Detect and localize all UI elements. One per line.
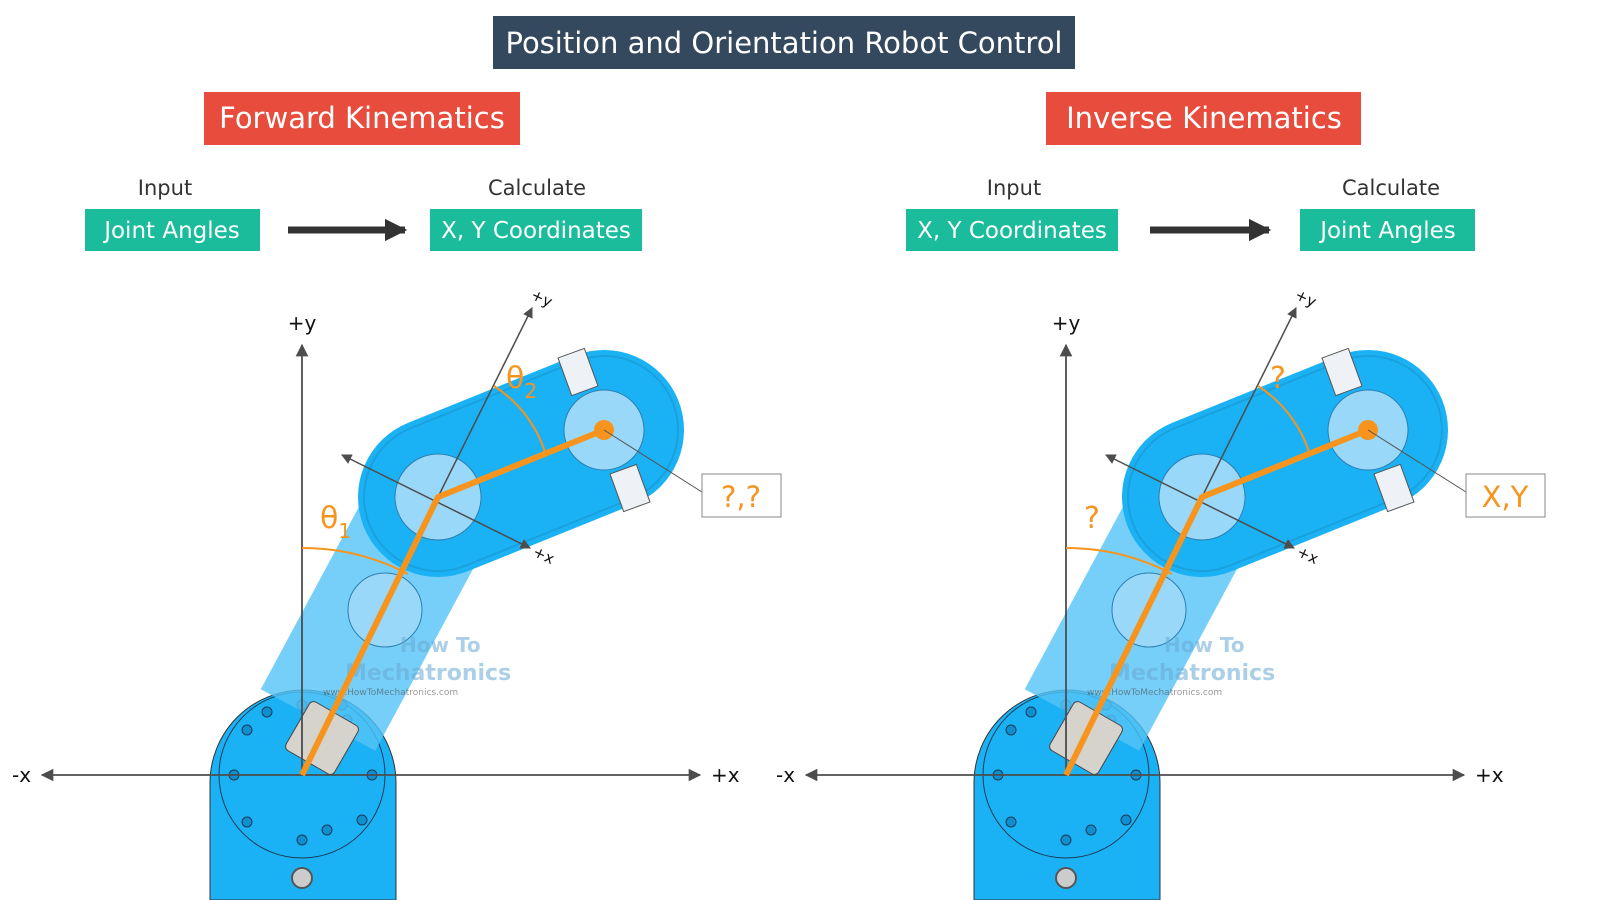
theta1-arc xyxy=(1065,546,1173,575)
servo-top xyxy=(1321,347,1363,397)
theta2-label: ? xyxy=(1270,361,1286,396)
x-axis-pos-label: +x xyxy=(1475,763,1504,787)
y-axis-label: +y xyxy=(1052,311,1081,335)
base-bolt xyxy=(296,834,308,846)
page-title: Position and Orientation Robot Control xyxy=(505,26,1062,60)
theta2-arc xyxy=(493,385,546,453)
title-banner: Position and Orientation Robot Control xyxy=(493,16,1075,69)
input-label: Input xyxy=(138,176,192,200)
input-value: Joint Angles xyxy=(102,218,240,244)
theta1-symbol: θ xyxy=(320,501,338,536)
world-axes xyxy=(804,343,1466,782)
joint-x-label: +x xyxy=(1294,543,1321,568)
base-bolt xyxy=(1085,824,1097,836)
leader-line xyxy=(1367,429,1467,493)
kinematic-chain xyxy=(1063,427,1370,777)
output-box xyxy=(1300,209,1475,251)
servo-bottom xyxy=(609,463,651,513)
watermark-line1: How To xyxy=(1164,633,1245,657)
base-bolt xyxy=(1025,706,1037,718)
output-value: Joint Angles xyxy=(1318,218,1456,244)
servo-bottom xyxy=(1373,463,1415,513)
watermark-url: www.HowToMechatronics.com xyxy=(1087,688,1222,698)
input-value: X, Y Coordinates xyxy=(917,218,1107,244)
base-bolt xyxy=(261,706,273,718)
theta1-label: ? xyxy=(1084,501,1100,536)
output-value: X, Y Coordinates xyxy=(441,218,631,244)
theta2-symbol: ? xyxy=(1270,361,1286,396)
calculate-label: Calculate xyxy=(488,176,586,200)
end-coordinate-box xyxy=(1465,473,1546,518)
base-bearing xyxy=(1055,867,1077,889)
end-coordinate-box xyxy=(701,473,782,518)
input-label: Input xyxy=(987,176,1041,200)
input-box xyxy=(906,209,1118,251)
panel-header: Inverse Kinematics xyxy=(1066,101,1342,135)
world-axes xyxy=(40,343,702,782)
kinematic-chain xyxy=(299,427,606,777)
panel-header-bg xyxy=(1046,92,1361,145)
end-coordinate-label: X,Y xyxy=(1482,480,1529,514)
base-bolt xyxy=(356,814,368,826)
base-bolt xyxy=(321,824,333,836)
x-axis-neg-label: -x xyxy=(12,763,31,787)
theta2-subscript: 2 xyxy=(524,379,537,403)
watermark-logo: How To Mechatronics www.HowToMechatronics.… xyxy=(323,633,511,698)
end-coordinate-label: ?,? xyxy=(721,480,761,514)
theta1-symbol: ? xyxy=(1084,501,1100,536)
watermark-url: www.HowToMechatronics.com xyxy=(323,688,458,698)
watermark-line1: How To xyxy=(400,633,481,657)
robot-arm xyxy=(209,347,684,900)
base-bolt xyxy=(1005,816,1017,828)
base-bolt xyxy=(241,816,253,828)
base-bolt xyxy=(1060,834,1072,846)
calculate-label: Calculate xyxy=(1342,176,1440,200)
panel-header: Forward Kinematics xyxy=(219,101,505,135)
watermark-line2: Mechatronics xyxy=(345,661,511,686)
watermark-line2: Mechatronics xyxy=(1109,661,1275,686)
panel-header-bg xyxy=(204,92,520,145)
base-bolt xyxy=(241,724,253,736)
base-bolt xyxy=(1120,814,1132,826)
theta2-symbol: θ xyxy=(506,361,524,396)
x-axis-pos-label: +x xyxy=(711,763,740,787)
joint-y-label: +y xyxy=(1292,286,1319,311)
leader-line xyxy=(603,429,703,493)
joint-y-label: +y xyxy=(528,286,555,311)
theta2-label: θ2 xyxy=(506,361,537,403)
watermark-logo: How To Mechatronics www.HowToMechatronics.… xyxy=(1087,633,1275,698)
theta1-subscript: 1 xyxy=(338,519,351,543)
robot-arm xyxy=(973,347,1448,900)
x-axis-neg-label: -x xyxy=(776,763,795,787)
base-bearing xyxy=(291,867,313,889)
joint-x-label: +x xyxy=(530,543,557,568)
servo-top xyxy=(557,347,599,397)
theta1-arc xyxy=(301,546,409,575)
theta1-label: θ1 xyxy=(320,501,351,543)
base-bolt xyxy=(1005,724,1017,736)
output-box xyxy=(430,209,642,251)
input-box xyxy=(85,209,260,251)
y-axis-label: +y xyxy=(288,311,317,335)
theta2-arc xyxy=(1257,385,1310,453)
